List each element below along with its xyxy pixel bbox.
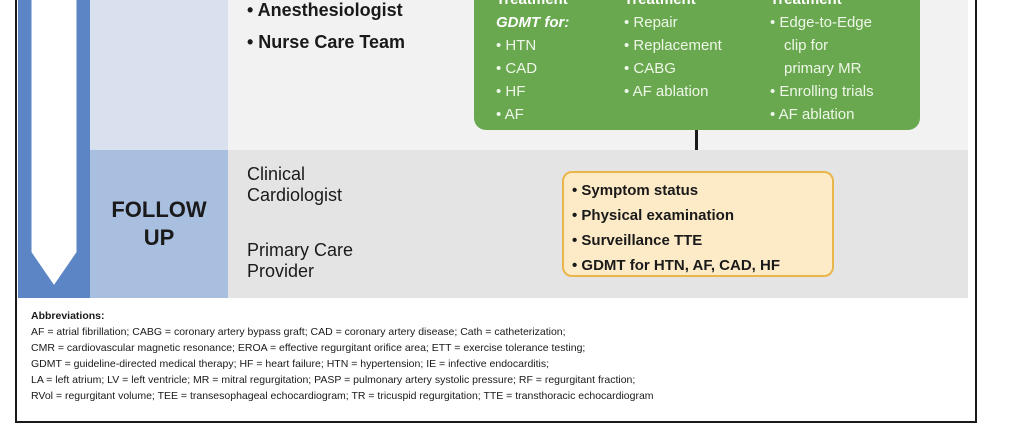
provider-line: Provider — [247, 261, 315, 281]
follow-up-item: • Surveillance TTE — [572, 232, 703, 249]
abbreviations-line: RVol = regurgitant volume; TEE = transes… — [31, 390, 654, 402]
treatment-heading: Treatment — [624, 0, 722, 11]
abbreviations-line: LA = left atrium; LV = left ventricle; M… — [31, 374, 636, 386]
stage-label-cell — [90, 0, 228, 150]
provider-line: Clinical — [247, 164, 306, 184]
treatment-item: • HTN — [496, 37, 537, 54]
provider-line: Cardiologist — [247, 185, 343, 205]
treatment-item: • CABG — [624, 60, 676, 77]
treatment-item: • HF — [496, 83, 526, 100]
care-team-item: • Anesthesiologist — [247, 0, 403, 20]
follow-up-item: • Symptom status — [572, 182, 699, 199]
abbreviations-line: AF = atrial fibrillation; CABG = coronar… — [31, 326, 566, 338]
treatment-box: Treatment GDMT for: • HTN • CAD • HF • A… — [474, 0, 920, 130]
follow-up-item: • Physical examination — [572, 207, 734, 224]
abbreviations-line: CMR = cardiovascular magnetic resonance;… — [31, 342, 586, 354]
follow-up-label: FOLLOW UP — [99, 196, 219, 252]
abbreviations-title: Abbreviations: — [31, 310, 105, 322]
treatment-item: • CAD — [496, 60, 538, 77]
treatment-item: • Repair — [624, 14, 678, 31]
abbreviations: Abbreviations: AF = atrial fibrillation;… — [31, 308, 654, 404]
treatment-item: • Enrolling trials — [770, 83, 874, 100]
follow-up-item: • GDMT for HTN, AF, CAD, HF — [572, 257, 781, 274]
treatment-item: • Replacement — [624, 37, 722, 54]
follow-up-label-cell: FOLLOW UP — [90, 150, 228, 298]
follow-up-box: • Symptom status • Physical examination … — [562, 171, 834, 277]
treatment-item: • AF ablation — [624, 83, 709, 100]
provider-line: Primary Care — [247, 240, 354, 260]
care-team-list: • Anesthesiologist • Nurse Care Team — [247, 0, 405, 58]
treatment-item: primary MR — [784, 60, 862, 77]
treatment-column-gdmt: Treatment GDMT for: • HTN • CAD • HF • A… — [496, 0, 569, 126]
abbreviations-line: GDMT = guideline-directed medical therap… — [31, 358, 550, 370]
provider-clinical-cardiologist: Clinical Cardiologist — [247, 164, 342, 206]
connector-line — [695, 130, 698, 160]
timeline-arrow — [31, 0, 77, 285]
treatment-heading: Treatment — [770, 0, 874, 11]
provider-primary-care: Primary Care Provider — [247, 240, 353, 282]
treatment-column-transcatheter: Treatment • Edge-to-Edge clip for primar… — [770, 0, 874, 126]
treatment-item: • Edge-to-Edge — [770, 14, 872, 31]
treatment-item: clip for — [784, 37, 829, 54]
treatment-column-surgical: Treatment • Repair • Replacement • CABG … — [624, 0, 722, 103]
treatment-item: • AF ablation — [770, 106, 855, 123]
follow-up-label-line: UP — [143, 225, 175, 250]
treatment-subheading: GDMT for: — [496, 14, 570, 31]
treatment-heading: Treatment — [496, 0, 569, 11]
treatment-item: • AF — [496, 106, 524, 123]
care-team-item: • Nurse Care Team — [247, 32, 406, 52]
follow-up-label-line: FOLLOW — [111, 197, 207, 222]
